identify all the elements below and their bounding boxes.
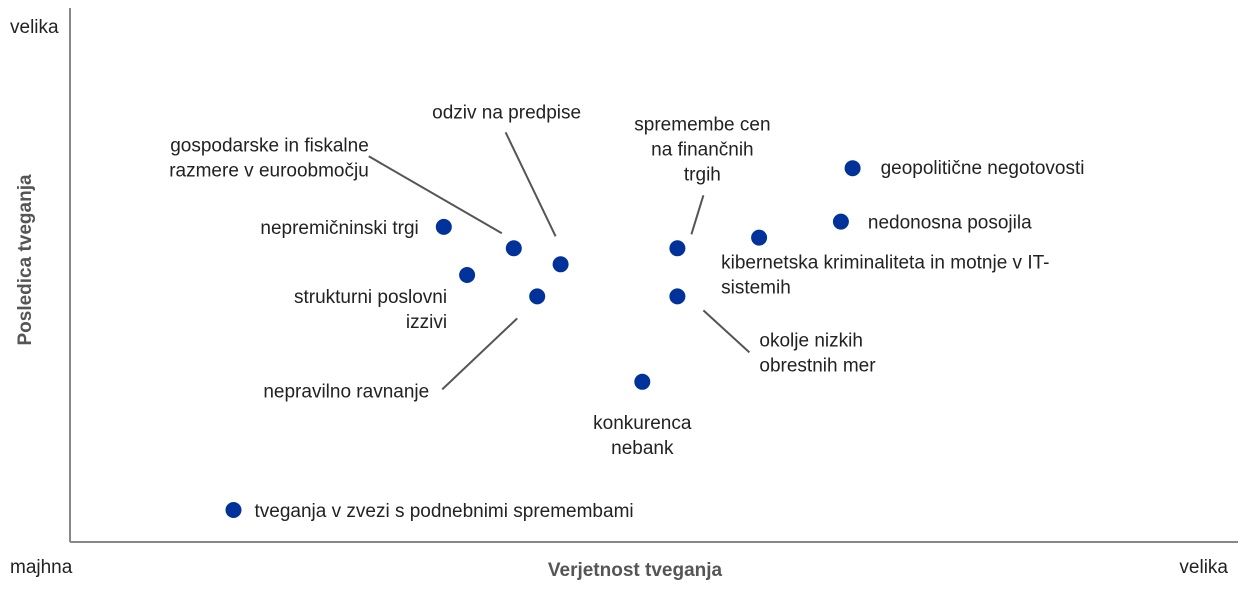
point-labels: geopolitične negotovosti nedonosna posoji… (169, 102, 1084, 522)
data-point (634, 373, 651, 390)
point-label: nepremičninski trgi (260, 218, 418, 239)
data-point (529, 288, 546, 305)
data-point (751, 229, 768, 246)
point-label: geopolitične negotovosti (881, 158, 1085, 179)
data-point (505, 240, 522, 257)
point-label-line: nedonosna posojila (868, 213, 1032, 234)
y-axis-title: Posledica tveganja (15, 174, 36, 346)
x-axis-low-label: majhna (10, 557, 73, 578)
leader-line (504, 131, 557, 237)
point-label-line: odziv na predpise (432, 102, 581, 123)
point-label-line: geopolitične negotovosti (881, 158, 1085, 179)
x-axis-high-label: velika (1179, 557, 1228, 578)
y-axis-high-label: velika (10, 17, 59, 38)
point-label-line: strukturni poslovni (294, 287, 447, 308)
data-point (552, 256, 569, 273)
leader-line (702, 309, 751, 354)
point-label: strukturni poslovni izzivi (294, 287, 447, 333)
point-label: konkurenca nebank (593, 413, 692, 459)
point-label-line: trgih (684, 164, 721, 185)
data-points (225, 160, 861, 518)
point-label-line: na finančnih (651, 139, 753, 160)
point-label-line: gospodarske in fiskalne (170, 135, 369, 156)
point-label-line: nepravilno ravnanje (263, 381, 429, 402)
point-label-line: izzivi (406, 312, 447, 333)
point-label: odziv na predpise (432, 102, 581, 123)
point-label-line: nebank (611, 438, 674, 459)
data-point (669, 240, 686, 257)
point-label: gospodarske in fiskalne razmere v euroobm… (169, 135, 369, 181)
point-label-line: obrestnih mer (759, 355, 876, 376)
point-label: spremembe cen na finančnih trgih (634, 114, 770, 185)
leader-lines (368, 131, 751, 391)
point-label-line: spremembe cen (634, 114, 770, 135)
point-label: nepravilno ravnanje (263, 381, 429, 402)
data-point (459, 267, 476, 283)
leader-line (368, 155, 503, 235)
point-label: okolje nizkih obrestnih mer (759, 330, 876, 376)
point-label-line: kibernetska kriminaliteta in motnje v IT… (721, 253, 1049, 274)
leader-line (441, 317, 518, 391)
point-label: tveganja v zvezi s podnebnimi spremembam… (255, 501, 634, 522)
point-label-line: razmere v euroobmočju (169, 160, 369, 181)
data-point (669, 288, 686, 305)
data-point (435, 218, 452, 235)
data-point (832, 213, 849, 230)
point-label-line: konkurenca (593, 413, 692, 434)
data-point (844, 160, 861, 177)
point-label-line: tveganja v zvezi s podnebnimi spremembam… (255, 501, 634, 522)
x-axis-title: Verjetnost tveganja (548, 560, 723, 581)
point-label: kibernetska kriminaliteta in motnje v IT… (721, 253, 1049, 299)
point-label: nedonosna posojila (868, 213, 1032, 234)
data-point (225, 502, 242, 518)
point-label-line: nepremičninski trgi (260, 218, 418, 239)
point-label-line: okolje nizkih (759, 330, 863, 351)
leader-line (690, 195, 705, 235)
point-label-line: sistemih (721, 278, 791, 299)
